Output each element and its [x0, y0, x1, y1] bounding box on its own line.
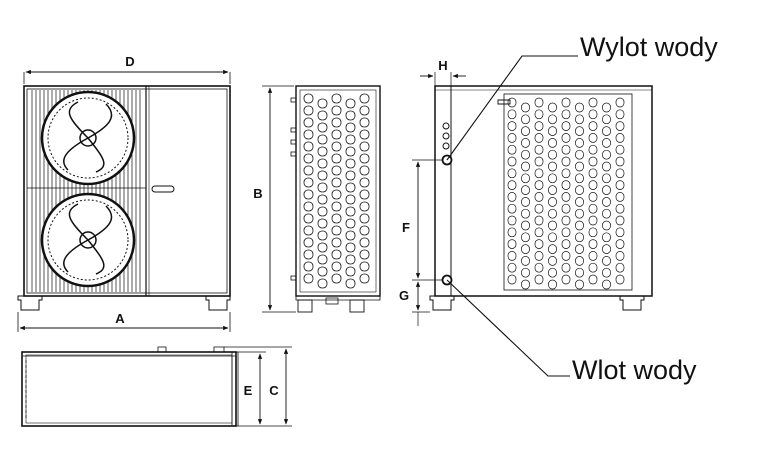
dimension-A: A — [17, 311, 231, 332]
front-view — [17, 85, 231, 311]
dimension-label-G: G — [399, 288, 409, 303]
dimension-label-A: A — [115, 311, 125, 326]
side-slots — [303, 93, 370, 289]
dimension-B: B — [253, 85, 296, 313]
rear-grille — [507, 97, 625, 290]
top-view — [21, 346, 239, 427]
dimension-C: C — [224, 346, 292, 427]
dimension-H: H — [420, 58, 466, 86]
dimension-D: D — [23, 54, 231, 84]
fan-top — [40, 90, 136, 186]
rear-view — [429, 85, 653, 311]
callout-label-water-inlet: Wlot wody — [572, 355, 697, 385]
dimension-E: E — [238, 351, 266, 427]
fan-bottom — [40, 192, 136, 288]
dimension-F: F — [402, 159, 442, 281]
dimension-G: G — [399, 281, 430, 326]
dimension-label-B: B — [253, 186, 262, 201]
dimension-label-C: C — [269, 383, 279, 398]
dimension-label-H: H — [438, 58, 447, 73]
dimension-label-F: F — [402, 220, 410, 235]
dimension-label-E: E — [244, 383, 253, 398]
callout-water-inlet: Wlot wody — [446, 279, 697, 385]
dimension-label-D: D — [125, 54, 134, 69]
callout-label-water-outlet: Wylot wody — [580, 32, 718, 62]
side-view — [290, 85, 381, 313]
callout-water-outlet: Wylot wody — [446, 32, 718, 161]
